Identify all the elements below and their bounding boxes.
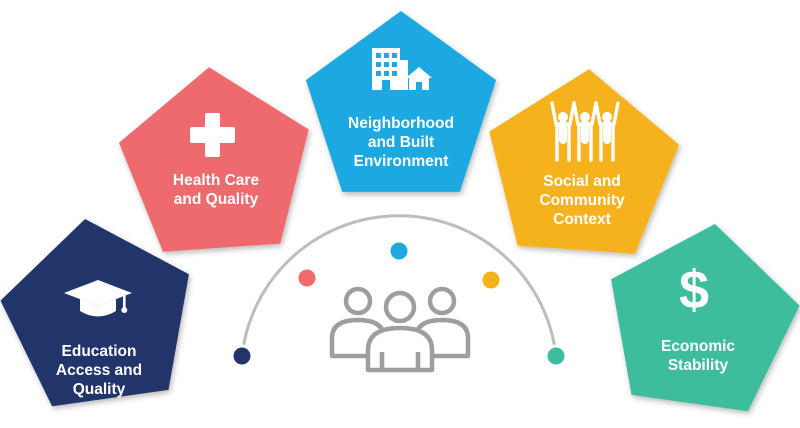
arc-dot-education bbox=[230, 344, 254, 368]
label-education-line-1: Education bbox=[62, 343, 137, 360]
label-social-line-2: Community bbox=[539, 192, 625, 209]
arc-dot-economic bbox=[544, 344, 568, 368]
label-education-line-3: Quality bbox=[73, 381, 126, 398]
pentagon-social bbox=[489, 69, 679, 254]
connector-arc bbox=[240, 214, 558, 357]
label-social-line-1: Social and bbox=[543, 173, 621, 190]
label-neighborhood-line-1: Neighborhood bbox=[348, 115, 454, 132]
arc-dot-social bbox=[479, 268, 503, 292]
svg-text:$: $ bbox=[679, 260, 709, 320]
pentagon-health bbox=[119, 67, 309, 252]
dollar-icon: $ bbox=[679, 260, 709, 320]
medical-cross-icon bbox=[190, 113, 235, 157]
label-health: Health Care and Quality bbox=[173, 172, 260, 208]
label-health-line-2: and Quality bbox=[174, 191, 259, 208]
buildings-house-icon bbox=[372, 48, 432, 90]
label-economic-line-1: Economic bbox=[661, 338, 735, 355]
label-neighborhood-line-3: Environment bbox=[354, 153, 449, 170]
pentagon-neighborhood bbox=[305, 11, 497, 192]
label-education-line-2: Access and bbox=[56, 362, 142, 379]
people-raising-hands-icon bbox=[550, 101, 620, 162]
label-social-line-3: Context bbox=[553, 211, 611, 228]
arc-dot-health bbox=[295, 266, 319, 290]
graduation-cap-icon bbox=[64, 280, 132, 317]
pentagon-economic bbox=[611, 224, 800, 412]
label-economic-line-2: Stability bbox=[668, 357, 729, 374]
people-group-icon bbox=[329, 286, 471, 373]
arc-dot-neighborhood bbox=[387, 239, 411, 263]
label-health-line-1: Health Care bbox=[173, 172, 260, 189]
label-neighborhood-line-2: and Built bbox=[368, 134, 434, 151]
